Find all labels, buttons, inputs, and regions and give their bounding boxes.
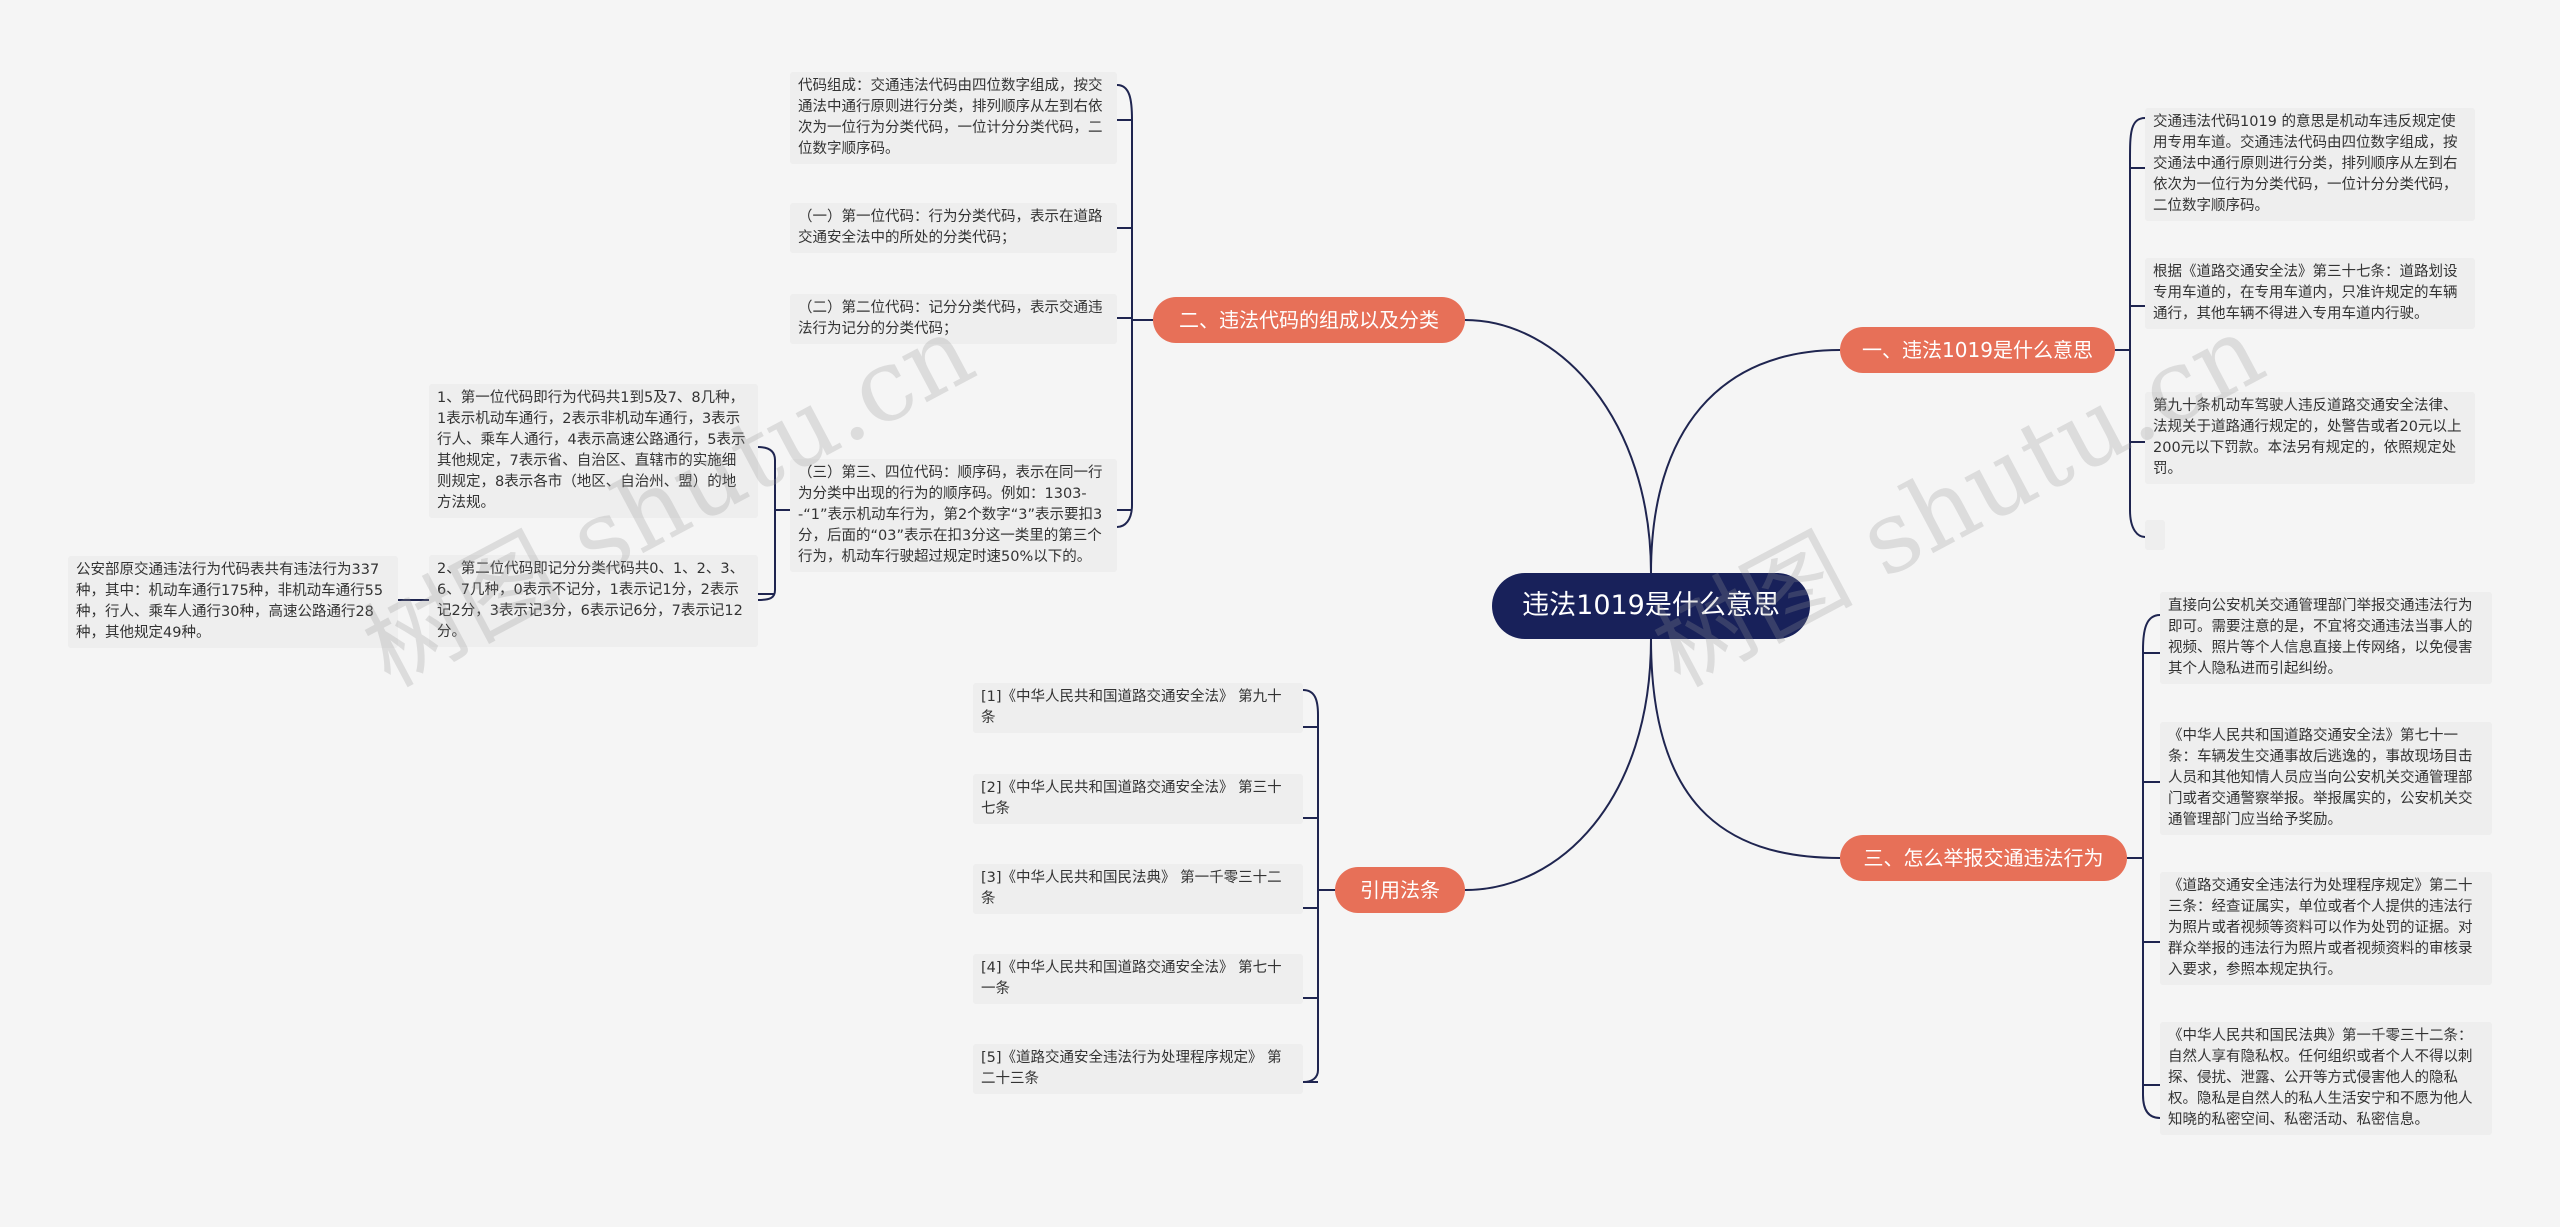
leaf-code-second-digit[interactable]: （二）第二位代码：记分分类代码，表示交通违法行为记分的分类代码；: [790, 294, 1117, 344]
leaf-meaning-article-37[interactable]: 根据《道路交通安全法》第三十七条：道路划设专用车道的，在专用车道内，只准许规定的…: [2145, 258, 2475, 329]
leaf-second-digit-detail[interactable]: 2、第二位代码即记分分类代码共0、1、2、3、6、7几种，0表示不记分，1表示记…: [429, 555, 758, 647]
leaf-law-ref-3[interactable]: [3]《中华人民共和国民法典》 第一千零三十二条: [973, 864, 1303, 914]
branch-cited-laws[interactable]: 引用法条: [1335, 867, 1465, 913]
branch-code-composition[interactable]: 二、违法代码的组成以及分类: [1153, 297, 1465, 343]
leaf-first-digit-detail[interactable]: 1、第一位代码即行为代码共1到5及7、8几种，1表示机动车通行，2表示非机动车通…: [429, 384, 758, 518]
leaf-report-directly[interactable]: 直接向公安机关交通管理部门举报交通违法行为即可。需要注意的是，不宜将交通违法当事…: [2160, 592, 2492, 684]
leaf-report-civil-code-1032[interactable]: 《中华人民共和国民法典》第一千零三十二条：自然人享有隐私权。任何组织或者个人不得…: [2160, 1022, 2492, 1135]
branch-how-to-report[interactable]: 三、怎么举报交通违法行为: [1840, 835, 2127, 881]
leaf-report-article-71[interactable]: 《中华人民共和国道路交通安全法》第七十一条：车辆发生交通事故后逃逸的，事故现场目…: [2160, 722, 2492, 835]
leaf-law-ref-4[interactable]: [4]《中华人民共和国道路交通安全法》 第七十一条: [973, 954, 1303, 1004]
leaf-law-ref-5[interactable]: [5]《道路交通安全违法行为处理程序规定》 第二十三条: [973, 1044, 1303, 1094]
leaf-meaning-article-90[interactable]: 第九十条机动车驾驶人违反道路交通安全法律、法规关于道路通行规定的，处警告或者20…: [2145, 392, 2475, 484]
leaf-code-table-stats[interactable]: 公安部原交通违法行为代码表共有违法行为337种，其中：机动车通行175种，非机动…: [68, 556, 398, 648]
root-topic[interactable]: 违法1019是什么意思: [1492, 573, 1810, 639]
leaf-meaning-empty[interactable]: [2145, 520, 2165, 550]
leaf-code-third-fourth-digit[interactable]: （三）第三、四位代码：顺序码，表示在同一行为分类中出现的行为的顺序码。例如：13…: [790, 459, 1117, 572]
leaf-meaning-definition[interactable]: 交通违法代码1019 的意思是机动车违反规定使用专用车道。交通违法代码由四位数字…: [2145, 108, 2475, 221]
leaf-law-ref-1[interactable]: [1]《中华人民共和国道路交通安全法》 第九十条: [973, 683, 1303, 733]
leaf-code-composition[interactable]: 代码组成：交通违法代码由四位数字组成，按交通法中通行原则进行分类，排列顺序从左到…: [790, 72, 1117, 164]
leaf-report-procedure-article-23[interactable]: 《道路交通安全违法行为处理程序规定》第二十三条：经查证属实，单位或者个人提供的违…: [2160, 872, 2492, 985]
leaf-law-ref-2[interactable]: [2]《中华人民共和国道路交通安全法》 第三十七条: [973, 774, 1303, 824]
leaf-code-first-digit[interactable]: （一）第一位代码：行为分类代码，表示在道路交通安全法中的所处的分类代码；: [790, 203, 1117, 253]
branch-meaning[interactable]: 一、违法1019是什么意思: [1840, 327, 2115, 373]
